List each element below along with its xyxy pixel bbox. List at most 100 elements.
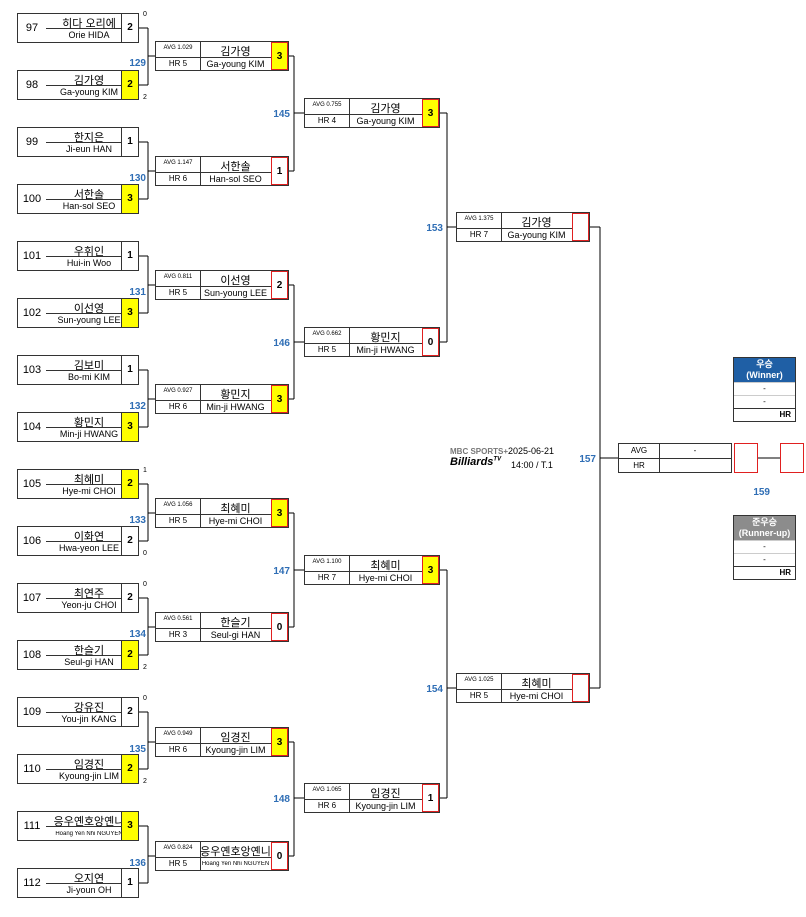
average-label: AVG 0.561	[163, 616, 193, 622]
stat-row-divider	[305, 571, 422, 572]
winner-hr: HR	[734, 408, 795, 421]
average-label: AVG 1.100	[312, 559, 342, 565]
player-name-english: Min-ji HWANG	[356, 345, 415, 355]
player-name-korean: 한지은	[73, 132, 105, 144]
match-score: 1	[121, 242, 138, 270]
player-name-korean: 김가영	[370, 103, 401, 115]
stat-divider	[200, 157, 201, 185]
average-label: AVG 1.147	[163, 160, 193, 166]
player-name-english: Seul-gi HAN	[64, 657, 114, 667]
match-number: 147	[273, 566, 290, 577]
name-divider	[46, 826, 132, 827]
player-name-korean: 최혜미	[521, 678, 552, 690]
stat-divider	[349, 99, 350, 127]
stat-row-divider	[156, 743, 271, 744]
seed-number: 107	[22, 592, 42, 604]
player-name-english: Ga-young KIM	[356, 116, 415, 126]
match-score: 2	[121, 14, 138, 42]
seed-number: 97	[25, 22, 39, 34]
player-name-korean: 이선영	[73, 303, 105, 315]
match-number: 146	[273, 338, 290, 349]
player-name-english: Ji-youn OH	[66, 885, 112, 895]
match-score: 3	[121, 812, 138, 840]
high-run-label: HR 7	[469, 230, 489, 239]
high-run-label: HR 5	[168, 288, 188, 297]
seed-number: 112	[23, 877, 41, 889]
runner-up-line-1: -	[734, 540, 795, 553]
stat-row-divider	[156, 286, 271, 287]
match-score: 1	[121, 869, 138, 897]
player-name-korean: 오지연	[73, 873, 105, 885]
player-name-english: Seul-gi HAN	[210, 630, 261, 640]
player-name-korean: 황민지	[73, 417, 105, 429]
seed-number: 100	[22, 193, 42, 205]
side-score: 2	[143, 94, 147, 101]
high-run-label: HR 5	[469, 691, 489, 700]
high-run-label: HR 5	[168, 59, 188, 68]
name-divider	[46, 541, 132, 542]
player-name-english: Hoang Yen Nhi NGUYEN	[55, 831, 123, 837]
player-name-korean: 김보미	[73, 360, 105, 372]
match-number: 135	[129, 744, 146, 755]
match-score: 1	[121, 356, 138, 384]
player-name-english: You-jin KANG	[61, 714, 117, 724]
player-name-korean: 최연주	[73, 588, 105, 600]
average-label: AVG 1.029	[163, 45, 193, 51]
average-label: AVG 0.811	[163, 274, 193, 280]
match-score: 1	[271, 157, 288, 185]
match-score: 2	[121, 755, 138, 783]
side-score: 2	[143, 778, 147, 785]
player-name-korean: 우휘인	[73, 246, 105, 258]
average-label: AVG 0.824	[163, 845, 193, 851]
winner-line-1: -	[734, 382, 795, 395]
match-score: 2	[121, 584, 138, 612]
average-label: AVG 0.927	[163, 388, 193, 394]
match-number: 145	[273, 109, 290, 120]
match-time: 14:00 / T.1	[511, 460, 553, 470]
final-avg-value: -	[693, 446, 697, 455]
player-name-english: Min-ji HWANG	[206, 402, 265, 412]
side-score: 0	[143, 11, 147, 18]
name-divider	[46, 484, 132, 485]
name-divider	[46, 712, 132, 713]
match-number: 157	[579, 454, 596, 465]
player-name-english: Kyoung-jin LIM	[355, 801, 416, 811]
match-number: 129	[129, 58, 146, 69]
player-name-korean: 응우옌호앙옌니	[200, 846, 271, 858]
stat-divider	[200, 728, 201, 756]
match-number: 134	[129, 629, 146, 640]
high-run-label: HR 6	[168, 174, 188, 183]
match-score: 3	[121, 185, 138, 213]
player-name-korean: 황민지	[370, 332, 401, 344]
stat-row-divider	[156, 857, 271, 858]
player-name-english: Ji-eun HAN	[65, 144, 112, 154]
player-name-english: Ga-young KIM	[59, 87, 119, 97]
name-divider	[46, 199, 132, 200]
high-run-label: HR 6	[168, 402, 188, 411]
player-name-english: Hoang Yen Nhi NGUYEN	[201, 861, 270, 867]
stat-divider	[349, 556, 350, 584]
final-score-frame	[780, 443, 804, 473]
match-score: 3	[422, 99, 439, 127]
logo-tv-text: TV	[493, 456, 502, 463]
high-run-label: HR 6	[168, 745, 188, 754]
high-run-label: HR 5	[317, 345, 337, 354]
runner-up-card: 준우승 (Runner-up) - - HR	[733, 515, 796, 580]
stat-row-divider	[457, 689, 572, 690]
match-number: 154	[426, 684, 443, 695]
player-name-korean: 황민지	[220, 389, 251, 401]
final-score-frame	[734, 443, 758, 473]
